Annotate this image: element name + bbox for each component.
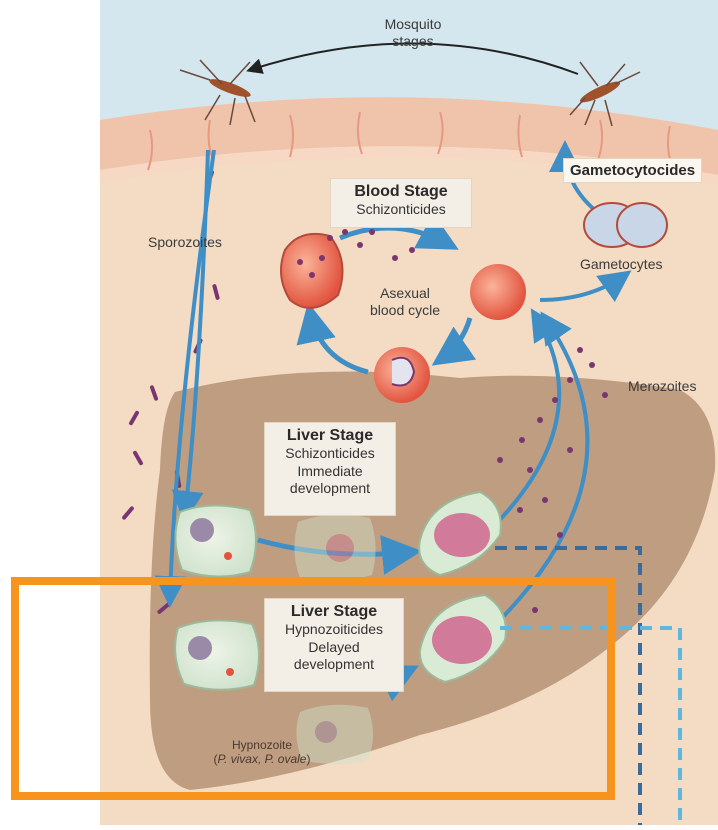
liver-delayed-sub: Hypnozoiticides	[271, 621, 397, 639]
hepatocyte-delayed-icon	[175, 620, 259, 689]
liver-delayed-line2: development	[271, 656, 397, 674]
gametocytocides-label: Gametocytocides	[563, 158, 702, 183]
hepatocyte-ghost-icon	[294, 515, 375, 581]
species-close: )	[306, 752, 310, 766]
gametocytes-icon	[584, 203, 667, 247]
ruptured-cell-icon	[281, 234, 343, 308]
blood-stage-sub: Schizonticides	[337, 201, 465, 219]
sporozoites-label: Sporozoites	[148, 234, 222, 251]
liver-immediate-sub: Schizonticides	[271, 445, 389, 463]
mosquito-line1: Mosquito	[385, 16, 442, 32]
hepatocyte-immediate-icon	[175, 505, 256, 576]
asexual-line1: Asexual	[380, 285, 430, 301]
blood-stage-title: Blood Stage	[337, 183, 465, 201]
liver-stage-delayed-box: Liver Stage Hypnozoiticides Delayed deve…	[264, 598, 404, 692]
liver-immediate-title: Liver Stage	[271, 427, 389, 445]
asexual-cycle-label: Asexual blood cycle	[350, 285, 460, 319]
liver-delayed-line1: Delayed	[271, 639, 397, 657]
blood-stage-box: Blood Stage Schizonticides	[330, 178, 472, 228]
species-names: P. vivax, P. ovale	[218, 752, 307, 766]
liver-immediate-line1: Immediate	[271, 463, 389, 481]
liver-stage-immediate-box: Liver Stage Schizonticides Immediate dev…	[264, 422, 396, 516]
hypnozoite-text: Hypnozoite	[232, 738, 292, 752]
asexual-line2: blood cycle	[370, 302, 440, 318]
liver-immediate-line2: development	[271, 480, 389, 498]
mosquito-stages-label: Mosquito stages	[368, 16, 458, 50]
merozoites-label: Merozoites	[628, 378, 696, 395]
liver-delayed-title: Liver Stage	[271, 603, 397, 621]
hypnozoite-label: Hypnozoite (P. vivax, P. ovale)	[188, 738, 336, 767]
gametocytes-label: Gametocytes	[580, 256, 662, 273]
mosquito-line2: stages	[392, 33, 433, 49]
red-blood-cell-icon	[470, 264, 526, 320]
